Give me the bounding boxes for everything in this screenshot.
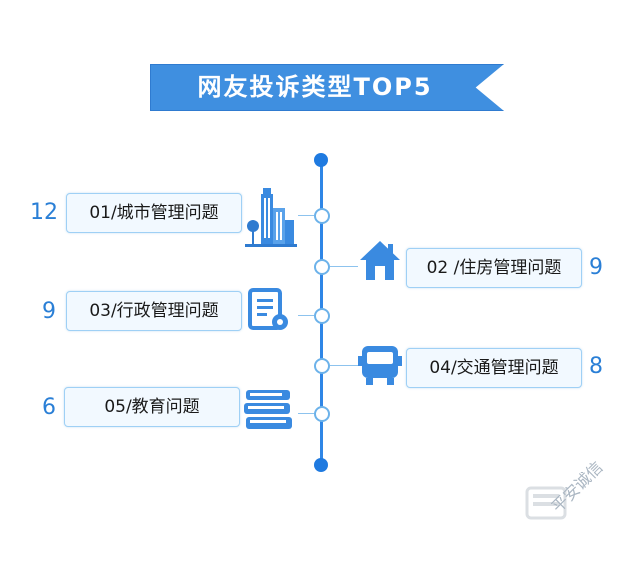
timeline-node-1 xyxy=(314,208,330,224)
item-label-4: 04/交通管理问题 xyxy=(406,348,582,388)
house-icon xyxy=(360,241,400,280)
document-gear-icon xyxy=(248,288,288,330)
count-5: 6 xyxy=(42,395,56,420)
item-label-1: 01/城市管理问题 xyxy=(66,193,242,233)
count-3: 9 xyxy=(42,299,56,324)
timeline-start-dot xyxy=(314,153,328,167)
connector-5 xyxy=(298,413,314,414)
item-label-3: 03/行政管理问题 xyxy=(66,291,242,331)
timeline-node-2 xyxy=(314,259,330,275)
page-title: 网友投诉类型TOP5 xyxy=(197,73,433,101)
books-icon xyxy=(244,390,292,429)
count-2: 9 xyxy=(589,255,603,280)
count-4: 8 xyxy=(589,354,603,379)
timeline-end-dot xyxy=(314,458,328,472)
connector-4 xyxy=(330,365,358,366)
bus-icon xyxy=(358,346,402,385)
timeline-node-5 xyxy=(314,406,330,422)
count-1: 12 xyxy=(30,200,58,225)
title-banner: 网友投诉类型TOP5 xyxy=(150,64,504,111)
timeline-node-3 xyxy=(314,308,330,324)
item-label-5: 05/教育问题 xyxy=(64,387,240,427)
connector-2 xyxy=(330,266,358,267)
item-label-2: 02 /住房管理问题 xyxy=(406,248,582,288)
city-buildings-icon xyxy=(245,188,297,247)
connector-1 xyxy=(298,215,314,216)
connector-3 xyxy=(298,315,314,316)
timeline-node-4 xyxy=(314,358,330,374)
watermark-logo xyxy=(525,486,567,520)
